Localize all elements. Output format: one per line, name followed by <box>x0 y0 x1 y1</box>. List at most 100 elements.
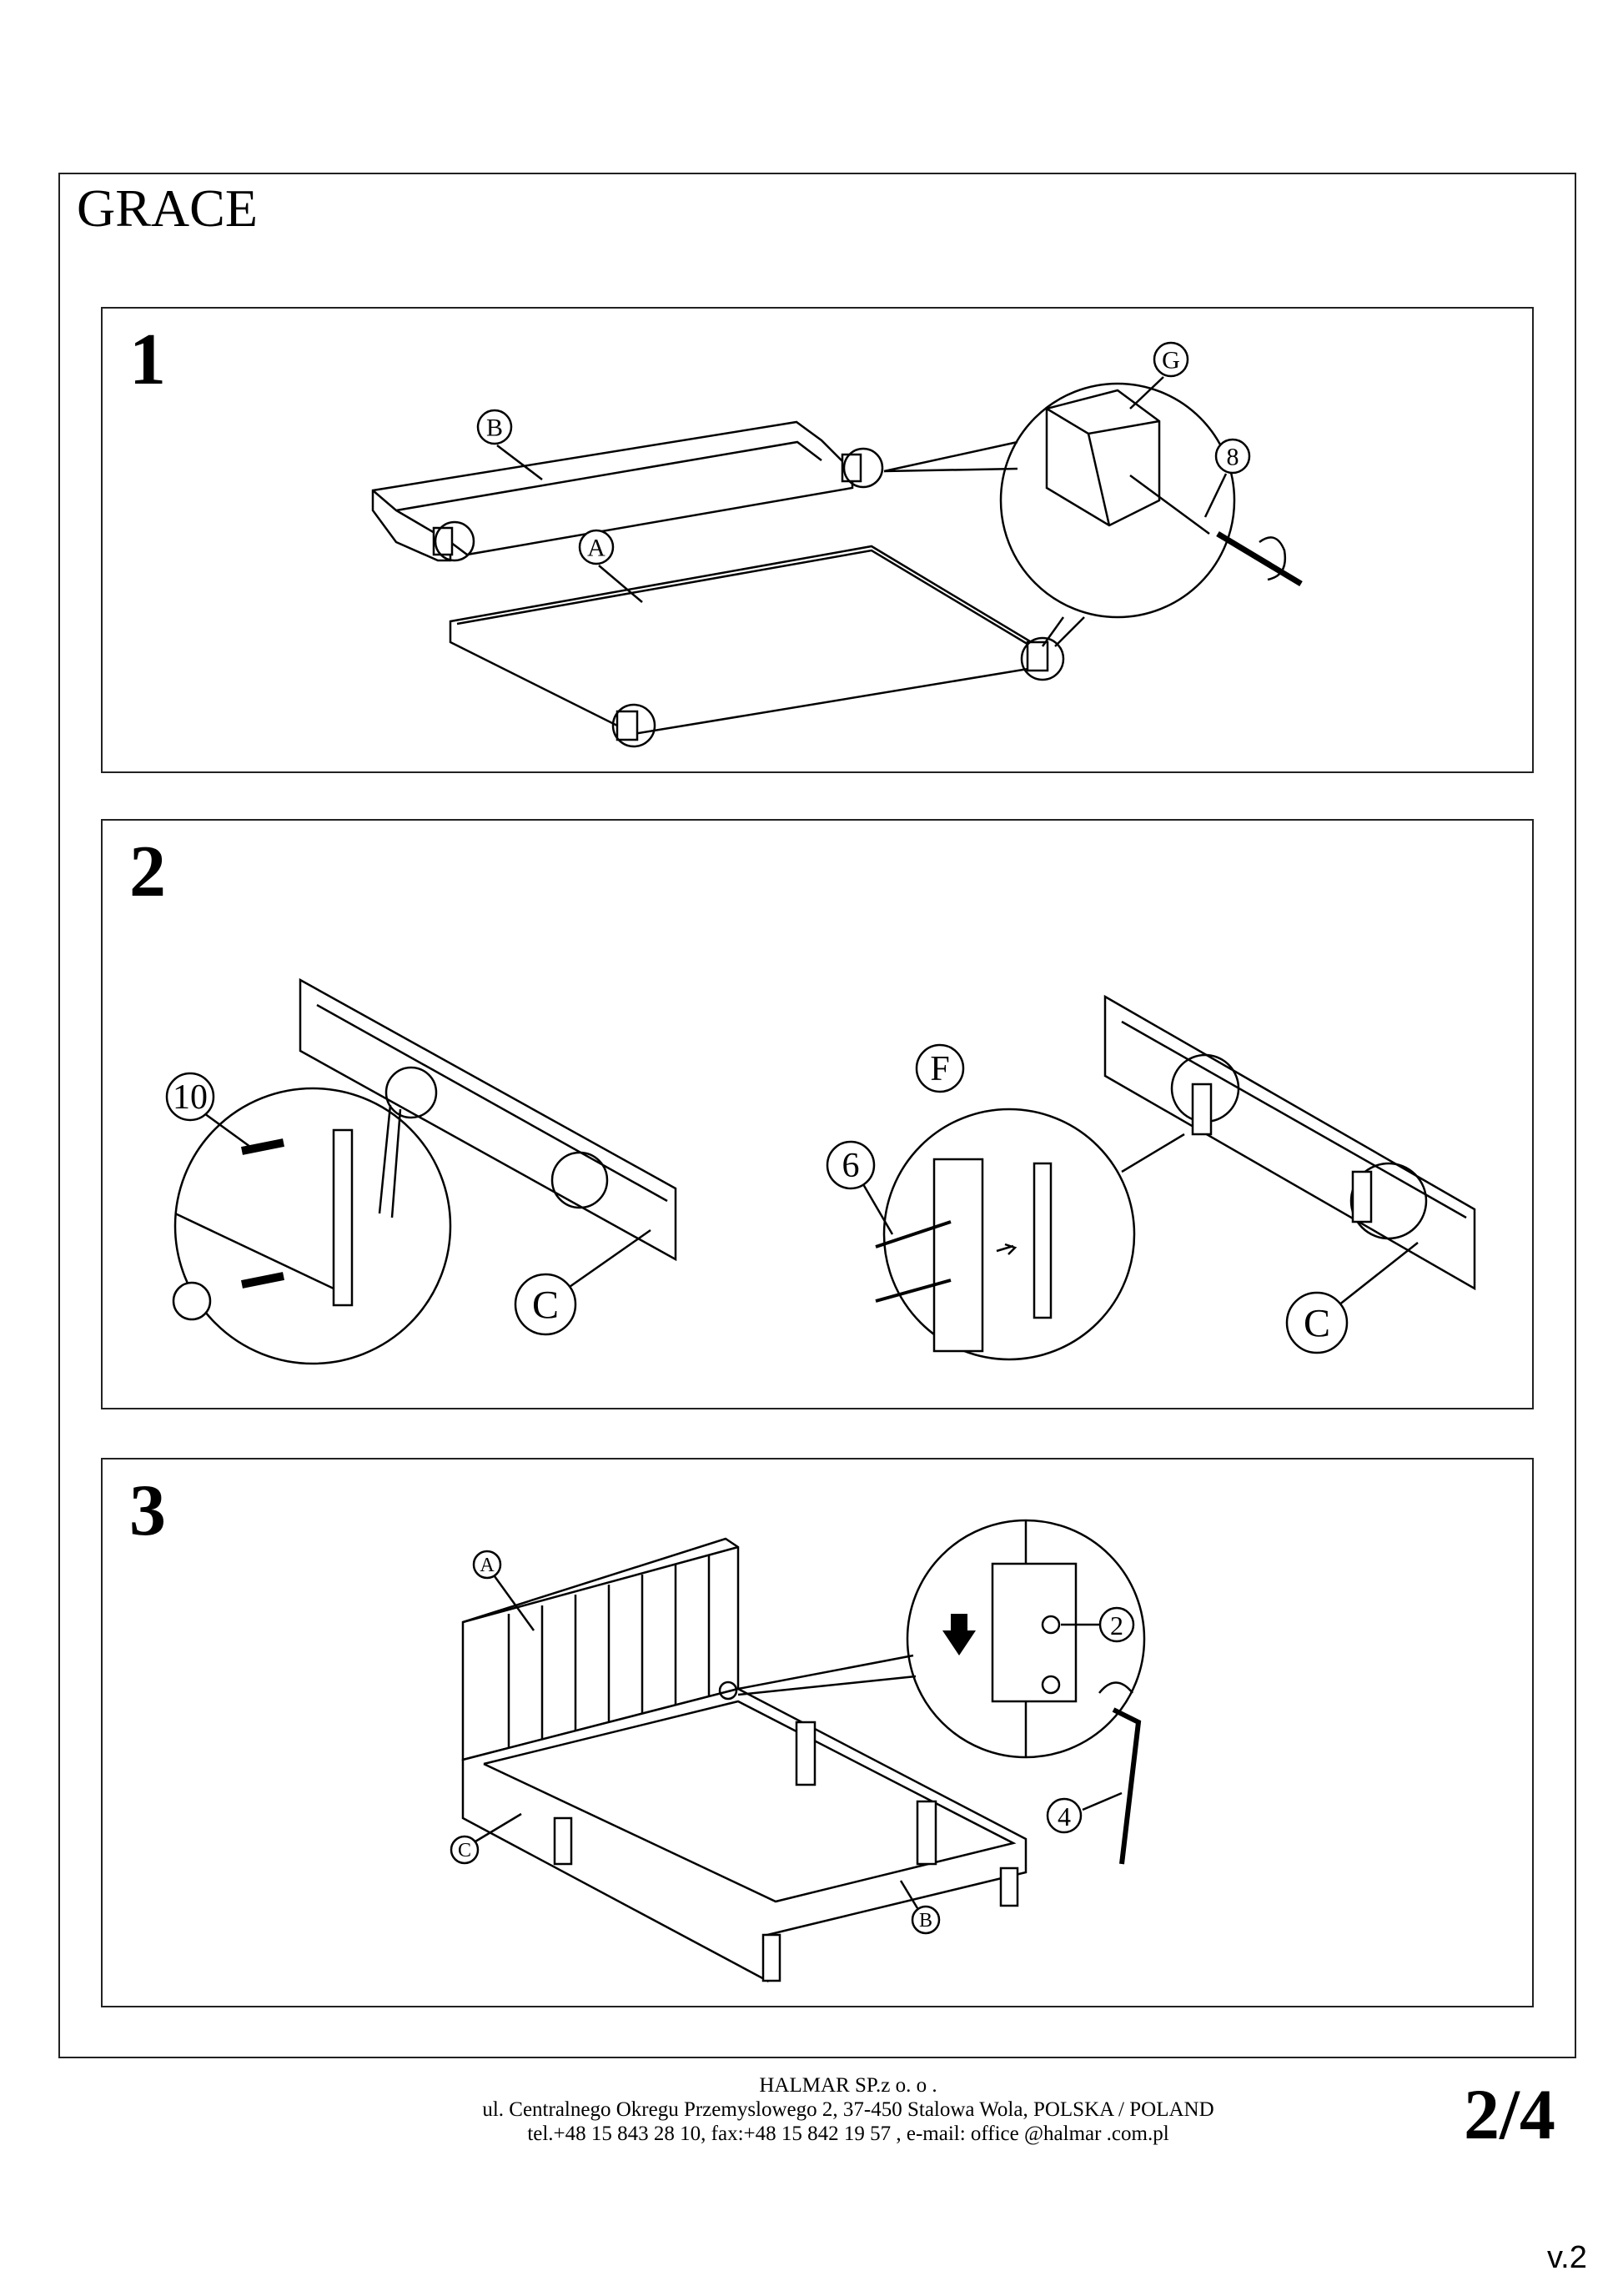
drawing-stroke <box>566 1228 651 1290</box>
drawing-stroke <box>432 526 454 556</box>
drawing-stroke <box>1087 433 1111 526</box>
frame-part-b <box>371 420 884 562</box>
bolt-icon <box>1041 1615 1061 1635</box>
drawing-stroke <box>550 1151 609 1209</box>
step-1-panel: 1 <box>101 307 1534 773</box>
screw-icon <box>875 1220 952 1248</box>
page-number: 2/4 <box>1464 2074 1555 2154</box>
label-a: A <box>480 1555 495 1576</box>
drawing-stroke <box>991 1562 1078 1703</box>
drawing-stroke <box>1338 1242 1419 1306</box>
drawing-stroke <box>332 1128 354 1307</box>
detail-magnifier <box>883 382 1303 647</box>
drawing-stroke <box>883 440 1018 473</box>
drawing-stroke <box>456 549 1035 650</box>
drawing-stroke <box>718 1681 738 1701</box>
detail-magnifier <box>173 1087 452 1365</box>
drawing-stroke <box>1121 1020 1467 1219</box>
drawing-stroke <box>384 1066 438 1119</box>
drawing-stroke <box>616 710 639 741</box>
drawing-stroke <box>434 520 475 562</box>
drawing-stroke <box>165 1072 215 1122</box>
step-2-illustration: 10 F 6 C C <box>165 977 1476 1365</box>
drawing-stroke <box>1351 1170 1373 1223</box>
allen-key-icon <box>1112 1707 1142 1865</box>
step-3-panel: 3 <box>101 1458 1534 2007</box>
drawing-stroke <box>737 1675 917 1696</box>
label-key-4: 4 <box>1058 1801 1071 1831</box>
drawing-stroke <box>450 1835 480 1865</box>
drawing-stroke <box>553 1816 573 1866</box>
part-labels: 10 F 6 C C <box>165 1043 1419 1354</box>
dowel-icon <box>241 1272 284 1289</box>
drawing-stroke <box>493 1575 535 1631</box>
product-title: GRACE <box>77 178 258 238</box>
drawing-stroke <box>737 1654 914 1691</box>
step-1-illustration: B A G 8 <box>371 341 1303 748</box>
drawing-stroke <box>174 1212 334 1290</box>
drawing-stroke <box>390 1108 402 1218</box>
drawing-stroke <box>449 545 1040 736</box>
part-labels: A C B 2 4 <box>450 1550 1135 1935</box>
drawing-stroke <box>472 1550 502 1580</box>
footer-address: ul. Centralnego Okregu Przemyslowego 2, … <box>482 2098 1214 2121</box>
drawing-stroke <box>1129 376 1164 409</box>
footer-contact: tel.+48 15 843 28 10, fax:+48 15 842 19 … <box>527 2123 1169 2145</box>
drawing-stroke <box>915 1043 965 1093</box>
drawing-stroke <box>899 1880 919 1909</box>
drawing-stroke <box>1046 1797 1083 1834</box>
version-label: v.2 <box>1547 2240 1587 2275</box>
frame-part-a <box>449 545 1065 748</box>
label-c-right: C <box>1304 1302 1330 1346</box>
dowel-icon <box>241 1138 284 1155</box>
label-c: C <box>458 1840 471 1861</box>
drawing-stroke <box>316 1003 668 1203</box>
rotate-arrow-icon <box>1098 1681 1133 1694</box>
corner-block-g <box>1045 389 1161 527</box>
drawing-stroke <box>1349 1162 1428 1240</box>
step-3-illustration: A C B 2 4 <box>450 1519 1146 1983</box>
label-c-left: C <box>532 1284 559 1328</box>
drawing-stroke <box>1041 616 1065 647</box>
drawing-stroke <box>372 490 451 544</box>
label-a: A <box>587 535 605 562</box>
step-number: 2 <box>129 831 166 912</box>
part-labels: B A G 8 <box>476 341 1251 603</box>
side-rail-c-left <box>172 977 677 1365</box>
footer-company: HALMAR SP.z o. o . <box>759 2074 937 2097</box>
bolt-icon <box>1041 1675 1061 1695</box>
drawing-stroke <box>299 977 677 1262</box>
drawing-stroke <box>611 703 656 748</box>
drawing-stroke <box>371 420 854 562</box>
label-screw-6: 6 <box>842 1147 860 1185</box>
arrow-icon <box>996 1243 1018 1255</box>
drawing-stroke <box>1026 641 1049 672</box>
drawing-stroke <box>1020 636 1065 681</box>
drawing-stroke <box>842 447 884 489</box>
drawing-stroke <box>1103 994 1476 1291</box>
drawing-stroke <box>578 529 615 565</box>
step-number: 3 <box>129 1470 166 1551</box>
drawing-stroke <box>795 1721 817 1786</box>
drawing-stroke <box>462 1545 739 1624</box>
page-frame <box>58 173 1576 2058</box>
drawing-stroke <box>1054 616 1085 647</box>
drawing-stroke <box>999 382 1236 619</box>
drawing-stroke <box>204 1112 251 1148</box>
drawing-stroke <box>1098 1606 1135 1643</box>
bracket-f <box>932 1158 984 1353</box>
label-dowel-10: 10 <box>173 1078 208 1117</box>
drawing-stroke <box>1216 530 1303 587</box>
step-2-panel: 2 <box>101 819 1534 1409</box>
drawing-stroke <box>1203 473 1228 518</box>
drawing-stroke <box>461 1537 740 1761</box>
drawing-stroke <box>1153 341 1189 378</box>
drawing-stroke <box>514 1273 577 1336</box>
drawing-stroke <box>1121 1133 1185 1173</box>
label-b: B <box>486 414 503 442</box>
drawing-stroke <box>475 1812 522 1843</box>
drawing-stroke <box>483 1700 1017 1903</box>
drawing-stroke <box>911 1905 941 1935</box>
